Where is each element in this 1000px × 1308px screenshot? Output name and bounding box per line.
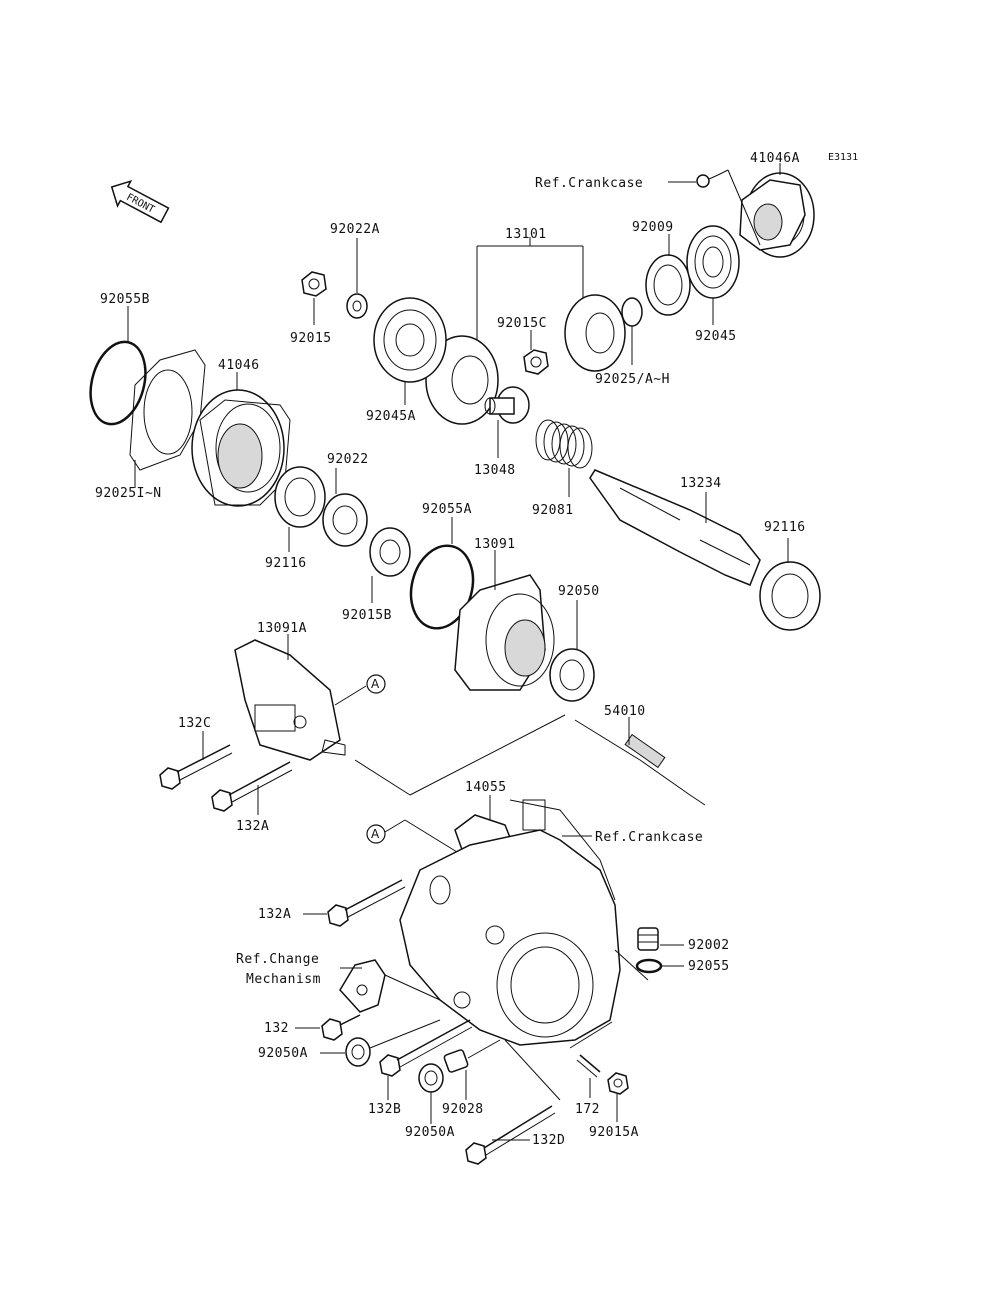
part-13234-shaft [589,469,761,586]
label-92015: 92015 [290,331,332,346]
label-92055B: 92055B [100,292,150,307]
label-92116-right: 92116 [764,520,806,535]
label-13234: 13234 [680,476,722,491]
diagram-code: E3131 [828,152,858,163]
part-92025-shim [621,297,643,327]
label-ref-change-2: Mechanism [246,972,321,987]
part-13101-ring-gear [425,335,499,425]
part-41046-housing [191,389,291,507]
part-92028-dowel [443,1049,469,1073]
label-92055: 92055 [688,959,730,974]
part-132B-bolt [379,1019,473,1077]
part-92050A-seal-bottom [418,1063,444,1093]
part-92009-washer [645,254,691,316]
part-13091-housing [454,574,555,691]
label-92050: 92050 [558,584,600,599]
label-92081: 92081 [532,503,574,518]
label-ref-change-1: Ref.Change [236,952,319,967]
label-92002: 92002 [688,938,730,953]
label-92045A: 92045A [366,409,416,424]
part-13048-coupling [484,386,530,424]
part-132A-bolt-upper [211,761,293,812]
callout-A-lower-text: A [371,827,380,841]
part-92116-seal-left [274,466,326,528]
label-92050A-bottom: 92050A [405,1125,455,1140]
part-92015A-nut [607,1072,629,1095]
label-172: 172 [575,1102,600,1117]
label-92055A: 92055A [422,502,472,517]
part-172-stud [576,1054,601,1078]
part-92055B-o-ring [89,340,147,426]
label-92015B: 92015B [342,608,392,623]
callout-A-upper-text: A [371,677,380,691]
label-92050A-left: 92050A [258,1046,308,1061]
part-92002-plug [637,927,659,951]
part-92116-seal-right [759,561,821,631]
label-132A-lower: 132A [258,907,291,922]
part-92015C-nut [523,349,549,375]
label-14055: 14055 [465,780,507,795]
label-132B: 132B [368,1102,401,1117]
label-41046: 41046 [218,358,260,373]
label-92025IN: 92025I~N [95,486,162,501]
part-92050-seal [549,648,595,702]
label-92015C: 92015C [497,316,547,331]
label-13091: 13091 [474,537,516,552]
label-92015A: 92015A [589,1125,639,1140]
part-132-bolt [321,1014,361,1041]
bolt-ref-crankcase-top [696,174,719,188]
part-92055-o-ring [635,958,663,974]
front-arrow-icon: FRONT [110,179,170,224]
label-13091A: 13091A [257,621,307,636]
label-ref-crankcase-top: Ref.Crankcase [535,176,643,191]
label-92116-left: 92116 [265,556,307,571]
part-13091A-lever-housing [234,639,346,761]
label-92025AH: 92025/A~H [595,372,670,387]
part-92022-lockwasher [322,493,368,547]
label-132C: 132C [178,716,211,731]
label-13101: 13101 [505,227,547,242]
part-92015-nut [301,271,327,297]
crankcase [399,799,621,1046]
part-13101-pinion-gear [564,294,626,372]
part-92081-spring [535,419,593,469]
label-132A-upper: 132A [236,819,269,834]
label-92022: 92022 [327,452,369,467]
part-132C-bolt [159,744,233,790]
label-92028: 92028 [442,1102,484,1117]
part-54010-cable [354,714,706,806]
label-ref-crankcase-mid: Ref.Crankcase [595,830,703,845]
label-54010: 54010 [604,704,646,719]
part-92022A-washer [346,293,368,319]
part-92045-bearing [686,225,740,299]
part-132A-bolt-lower [327,879,406,927]
part-92015B-washer [369,527,411,577]
part-132D-bolt [465,1105,556,1165]
part-92050A-seal-left [345,1037,371,1067]
label-92009: 92009 [632,220,674,235]
part-92055A-o-ring [409,544,475,630]
part-92045A-bearing [373,297,447,383]
callout-A-upper: A [334,674,386,706]
label-132D: 132D [532,1133,565,1148]
label-132: 132 [264,1021,289,1036]
label-13048: 13048 [474,463,516,478]
label-92045: 92045 [695,329,737,344]
part-41046A-housing [739,172,815,258]
label-92022A: 92022A [330,222,380,237]
label-41046A: 41046A [750,151,800,166]
